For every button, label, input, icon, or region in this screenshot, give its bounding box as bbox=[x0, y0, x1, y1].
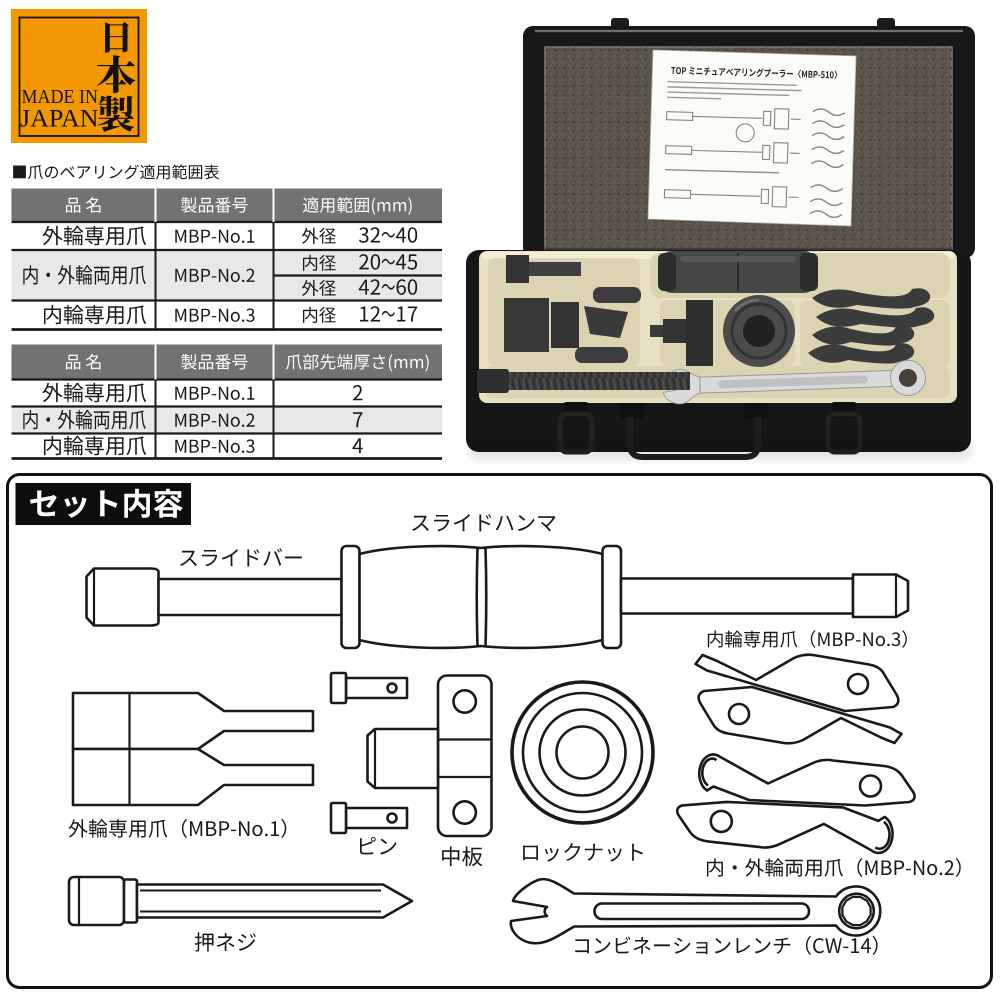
svg-text:JAPAN: JAPAN bbox=[20, 106, 99, 133]
svg-text:MADE IN: MADE IN bbox=[22, 87, 99, 108]
